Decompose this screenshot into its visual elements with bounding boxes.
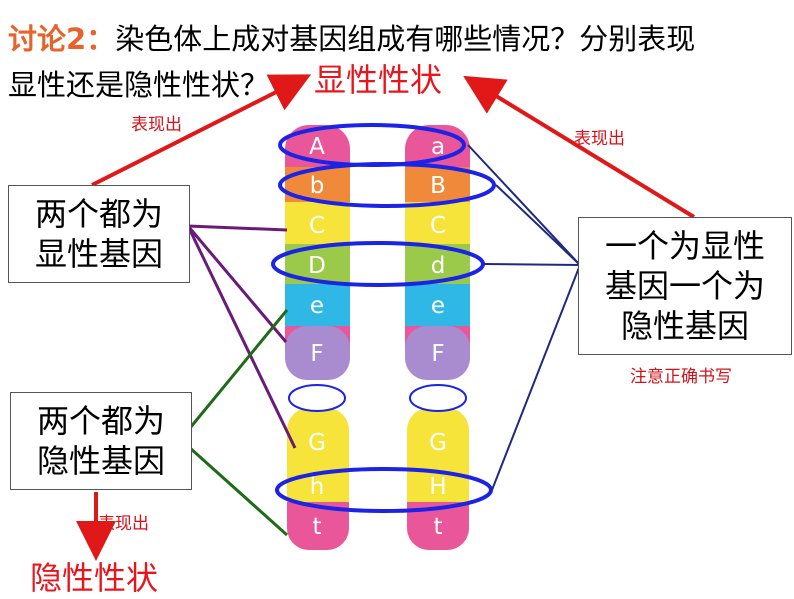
allele-right-8: H bbox=[429, 474, 446, 500]
right-seg-B bbox=[405, 167, 470, 202]
allele-left-7: G bbox=[308, 430, 326, 456]
left-seg-e bbox=[285, 284, 350, 326]
heterozygous-connectors bbox=[467, 144, 581, 491]
allele-left-2: b bbox=[310, 173, 325, 199]
right-allele-letters: a B C d e F G H t bbox=[429, 134, 447, 540]
box-one-each: 一个为显性 基因一个为 隐性基因 bbox=[578, 217, 792, 355]
right-seg-F bbox=[405, 326, 470, 380]
allele-left-3: C bbox=[309, 213, 325, 239]
box-one-each-line-3: 隐性基因 bbox=[620, 307, 749, 345]
allele-left-9: t bbox=[312, 514, 321, 540]
recessive-trait-label: 隐性性状 bbox=[30, 559, 159, 597]
left-seg-C bbox=[285, 202, 350, 244]
allele-left-1: A bbox=[309, 134, 325, 160]
box-both-dominant: 两个都为 显性基因 bbox=[8, 185, 190, 283]
allele-left-4: D bbox=[308, 253, 326, 279]
left-chromosome bbox=[285, 125, 350, 550]
box-both-recessive: 两个都为 隐性基因 bbox=[10, 392, 192, 490]
allele-right-1: a bbox=[431, 134, 445, 160]
dominant-trait-label: 显性性状 bbox=[314, 61, 443, 99]
arrow-to-dominant-left bbox=[91, 74, 312, 187]
allele-right-5: e bbox=[431, 293, 445, 319]
right-seg-e bbox=[405, 284, 470, 326]
left-seg-F bbox=[285, 326, 350, 380]
discussion-label: 讨论2： bbox=[8, 22, 116, 56]
allele-right-9: t bbox=[433, 514, 442, 540]
allele-left-6: F bbox=[310, 341, 323, 367]
title-line-1: 讨论2：染色体上成对基因组成有哪些情况？分别表现 bbox=[8, 16, 695, 58]
left-allele-letters: A b C D e F G h t bbox=[308, 134, 326, 540]
box-both-recessive-line-2: 隐性基因 bbox=[36, 442, 165, 480]
pair-ellipse-hH bbox=[275, 467, 493, 513]
arrow-to-dominant-right bbox=[463, 75, 696, 219]
allele-left-8: h bbox=[310, 474, 325, 500]
arrow-label-right-top: 表现出 bbox=[574, 129, 625, 149]
right-centromere bbox=[409, 384, 467, 412]
dominant-connectors bbox=[186, 224, 297, 449]
right-seg-C bbox=[405, 202, 470, 244]
box-both-recessive-line-1: 两个都为 bbox=[36, 402, 165, 440]
arrow-label-left-top: 表现出 bbox=[131, 115, 182, 135]
box-both-dominant-line-2: 显性基因 bbox=[34, 235, 163, 273]
left-centromere bbox=[288, 384, 346, 412]
right-chromosome bbox=[405, 125, 470, 550]
recessive-connectors bbox=[188, 309, 289, 537]
box-one-each-line-1: 一个为显性 bbox=[604, 227, 765, 265]
box-both-dominant-line-1: 两个都为 bbox=[34, 195, 163, 233]
allele-right-3: C bbox=[430, 213, 446, 239]
box-one-each-line-2: 基因一个为 bbox=[604, 267, 765, 305]
question-text-2: 显性还是隐性性状？ bbox=[8, 68, 270, 102]
pair-ellipse-Dd bbox=[271, 241, 485, 287]
allele-right-6: F bbox=[431, 341, 444, 367]
pair-ellipse-bB bbox=[278, 162, 496, 208]
allele-left-5: e bbox=[310, 293, 324, 319]
allele-right-4: d bbox=[431, 253, 446, 279]
allele-right-2: B bbox=[430, 173, 446, 199]
writing-note: 注意正确书写 bbox=[630, 367, 732, 387]
allele-right-7: G bbox=[429, 430, 447, 456]
left-seg-h bbox=[287, 462, 349, 502]
question-text-1: 染色体上成对基因组成有哪些情况？分别表现 bbox=[115, 22, 696, 56]
